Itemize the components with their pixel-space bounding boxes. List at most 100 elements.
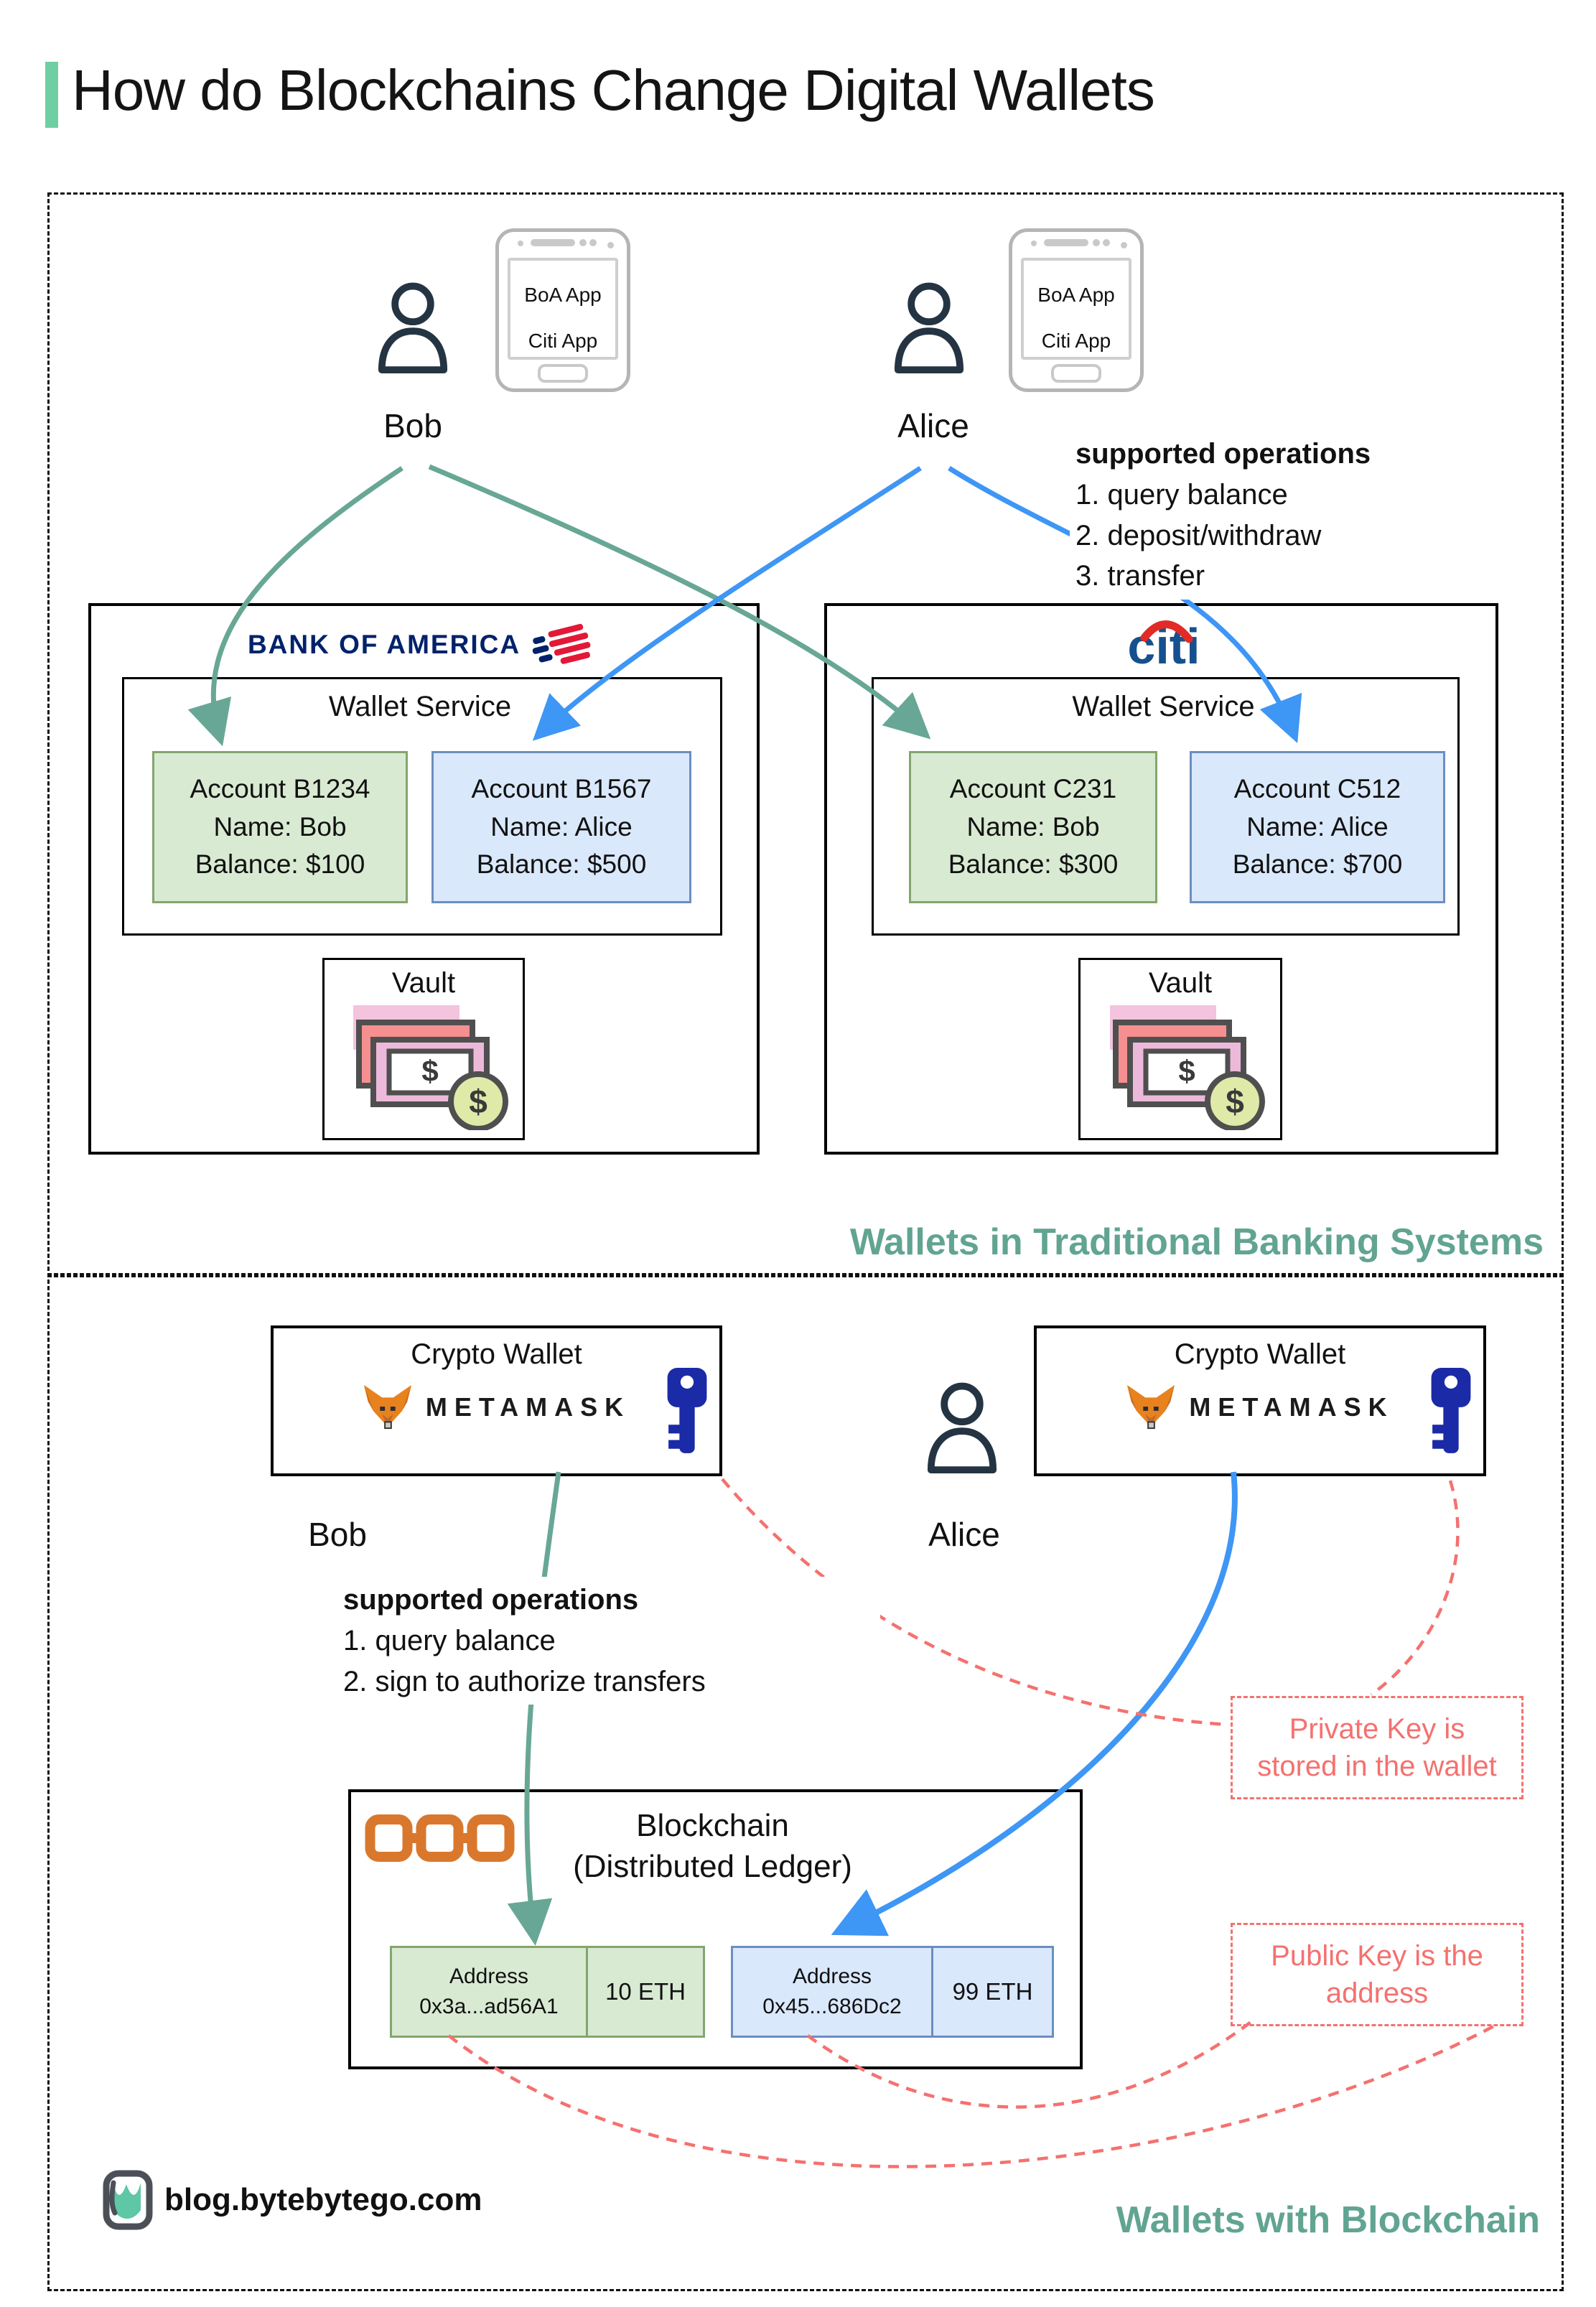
metamask-row: METAMASK bbox=[274, 1384, 719, 1431]
boa-flag-icon bbox=[532, 623, 591, 664]
metamask-row: METAMASK bbox=[1037, 1384, 1483, 1431]
bytebytego-logo-icon bbox=[103, 2170, 153, 2230]
account-id: Account B1234 bbox=[190, 773, 370, 803]
section-blockchain-frame bbox=[47, 1273, 1564, 2291]
boa-account-alice: Account B1567 Name: Alice Balance: $500 bbox=[431, 751, 691, 903]
crypto-wallet-title: Crypto Wallet bbox=[411, 1338, 582, 1370]
ops-item-2: 2. deposit/withdraw bbox=[1075, 519, 1322, 551]
private-key-icon bbox=[667, 1368, 707, 1453]
alice-person-icon-2 bbox=[923, 1382, 1001, 1477]
vault-title: Vault bbox=[1148, 967, 1213, 999]
blockchain-title: Blockchain (Distributed Ledger) bbox=[348, 1805, 1077, 1887]
citi-account-alice: Account C512 Name: Alice Balance: $700 bbox=[1190, 751, 1445, 903]
phone-screen bbox=[1021, 258, 1131, 360]
address-label: Address bbox=[792, 1965, 872, 1988]
crypto-wallet-title: Crypto Wallet bbox=[1174, 1338, 1346, 1370]
ops-heading: supported operations bbox=[343, 1584, 639, 1616]
citi-app-label: Citi App bbox=[528, 330, 598, 352]
vault-title: Vault bbox=[391, 967, 456, 999]
account-balance: Balance: $300 bbox=[948, 849, 1119, 880]
alice-phone-icon: BoA App Citi App bbox=[1009, 228, 1144, 392]
note-public-key: Public Key is the address bbox=[1231, 1923, 1523, 2026]
address-divider bbox=[931, 1948, 933, 2036]
ops-heading: supported operations bbox=[1075, 438, 1371, 470]
account-id: Account C231 bbox=[949, 773, 1117, 803]
section-traditional-label: Wallets in Traditional Banking Systems bbox=[849, 1221, 1544, 1263]
account-name: Name: Alice bbox=[1246, 811, 1389, 842]
blockchain-title-line: Blockchain bbox=[636, 1808, 789, 1843]
account-balance: Balance: $500 bbox=[476, 849, 647, 880]
note-line: Public Key is the bbox=[1271, 1940, 1483, 1972]
boa-wallet-service-title: Wallet Service bbox=[328, 691, 512, 722]
boa-app-label: BoA App bbox=[524, 284, 602, 306]
metamask-wordmark: METAMASK bbox=[425, 1392, 631, 1422]
bob-label-2: Bob bbox=[308, 1516, 367, 1553]
account-balance: Balance: $700 bbox=[1232, 849, 1403, 880]
blockchain-address-bob: Address 0x3a...ad56A1 10 ETH bbox=[390, 1946, 705, 2038]
ops-item-3: 3. transfer bbox=[1075, 560, 1205, 592]
account-name: Name: Alice bbox=[490, 811, 633, 842]
blockchain-chain-icon bbox=[365, 1814, 515, 1862]
phone-home-button bbox=[538, 364, 588, 383]
note-line: address bbox=[1325, 1977, 1429, 2009]
boa-logo-text: BANK OF AMERICA bbox=[247, 630, 521, 659]
supported-operations-banking: supported operations 1. query balance 2.… bbox=[1070, 431, 1419, 600]
boa-app-label: BoA App bbox=[1037, 284, 1115, 306]
account-name: Name: Bob bbox=[966, 811, 1100, 842]
address-label: Address bbox=[449, 1965, 529, 1988]
address-divider bbox=[586, 1948, 588, 2036]
phone-screen bbox=[508, 258, 618, 360]
metamask-fox-icon bbox=[1127, 1384, 1175, 1430]
bob-crypto-wallet-box: Crypto Wallet METAMASK bbox=[271, 1325, 722, 1476]
bob-phone-icon: BoA App Citi App bbox=[495, 228, 630, 392]
bob-label: Bob bbox=[383, 407, 442, 444]
citi-logo-icon: citi bbox=[1127, 618, 1200, 674]
note-private-key: Private Key is stored in the wallet bbox=[1231, 1696, 1523, 1799]
money-icon: $ $ bbox=[353, 1005, 508, 1130]
blockchain-subtitle: (Distributed Ledger) bbox=[573, 1849, 852, 1885]
boa-account-bob: Account B1234 Name: Bob Balance: $100 bbox=[152, 751, 408, 903]
alice-crypto-wallet-box: Crypto Wallet METAMASK bbox=[1034, 1325, 1486, 1476]
account-id: Account C512 bbox=[1233, 773, 1401, 803]
citi-wallet-service-title: Wallet Service bbox=[1072, 691, 1255, 722]
boa-vault-box: Vault $ $ bbox=[322, 958, 525, 1140]
alice-label: Alice bbox=[897, 407, 969, 444]
section-traditional-frame bbox=[47, 192, 1564, 1277]
svg-text:$: $ bbox=[421, 1054, 438, 1088]
section-blockchain-label: Wallets with Blockchain bbox=[1116, 2199, 1540, 2241]
account-name: Name: Bob bbox=[213, 811, 347, 842]
note-line: stored in the wallet bbox=[1257, 1751, 1497, 1782]
address-balance: 10 ETH bbox=[605, 1978, 686, 2005]
page-title: How do Blockchains Change Digital Wallet… bbox=[72, 58, 1155, 122]
phone-home-button bbox=[1051, 364, 1101, 383]
citi-app-label: Citi App bbox=[1041, 330, 1111, 352]
citi-account-bob: Account C231 Name: Bob Balance: $300 bbox=[909, 751, 1157, 903]
citi-vault-box: Vault $ $ bbox=[1078, 958, 1282, 1140]
svg-text:$: $ bbox=[1178, 1054, 1195, 1088]
alice-person-icon bbox=[890, 282, 968, 377]
metamask-wordmark: METAMASK bbox=[1189, 1392, 1394, 1422]
metamask-fox-icon bbox=[363, 1384, 411, 1430]
ops-item-1: 1. query balance bbox=[343, 1624, 556, 1656]
svg-text:$: $ bbox=[469, 1083, 487, 1120]
account-balance: Balance: $100 bbox=[195, 849, 365, 880]
supported-operations-blockchain: supported operations 1. query balance 2.… bbox=[337, 1577, 880, 1705]
boa-logo: BANK OF AMERICA bbox=[122, 616, 718, 674]
blockchain-address-alice: Address 0x45...686Dc2 99 ETH bbox=[731, 1946, 1054, 2038]
alice-label-2: Alice bbox=[928, 1516, 1000, 1553]
svg-text:$: $ bbox=[1226, 1083, 1244, 1120]
site-url: blog.bytebytego.com bbox=[164, 2182, 482, 2217]
address-balance: 99 ETH bbox=[952, 1978, 1033, 2005]
ops-item-1: 1. query balance bbox=[1075, 478, 1288, 511]
money-icon: $ $ bbox=[1110, 1005, 1265, 1130]
account-id: Account B1567 bbox=[471, 773, 652, 803]
title-accent-bar bbox=[45, 62, 58, 128]
citi-logo: citi bbox=[872, 607, 1455, 676]
note-line: Private Key is bbox=[1289, 1713, 1465, 1745]
address-value: 0x45...686Dc2 bbox=[762, 1995, 902, 2018]
bob-person-icon bbox=[374, 282, 452, 377]
private-key-icon bbox=[1431, 1368, 1471, 1453]
footer: blog.bytebytego.com bbox=[103, 2170, 482, 2230]
address-value: 0x3a...ad56A1 bbox=[419, 1995, 559, 2018]
